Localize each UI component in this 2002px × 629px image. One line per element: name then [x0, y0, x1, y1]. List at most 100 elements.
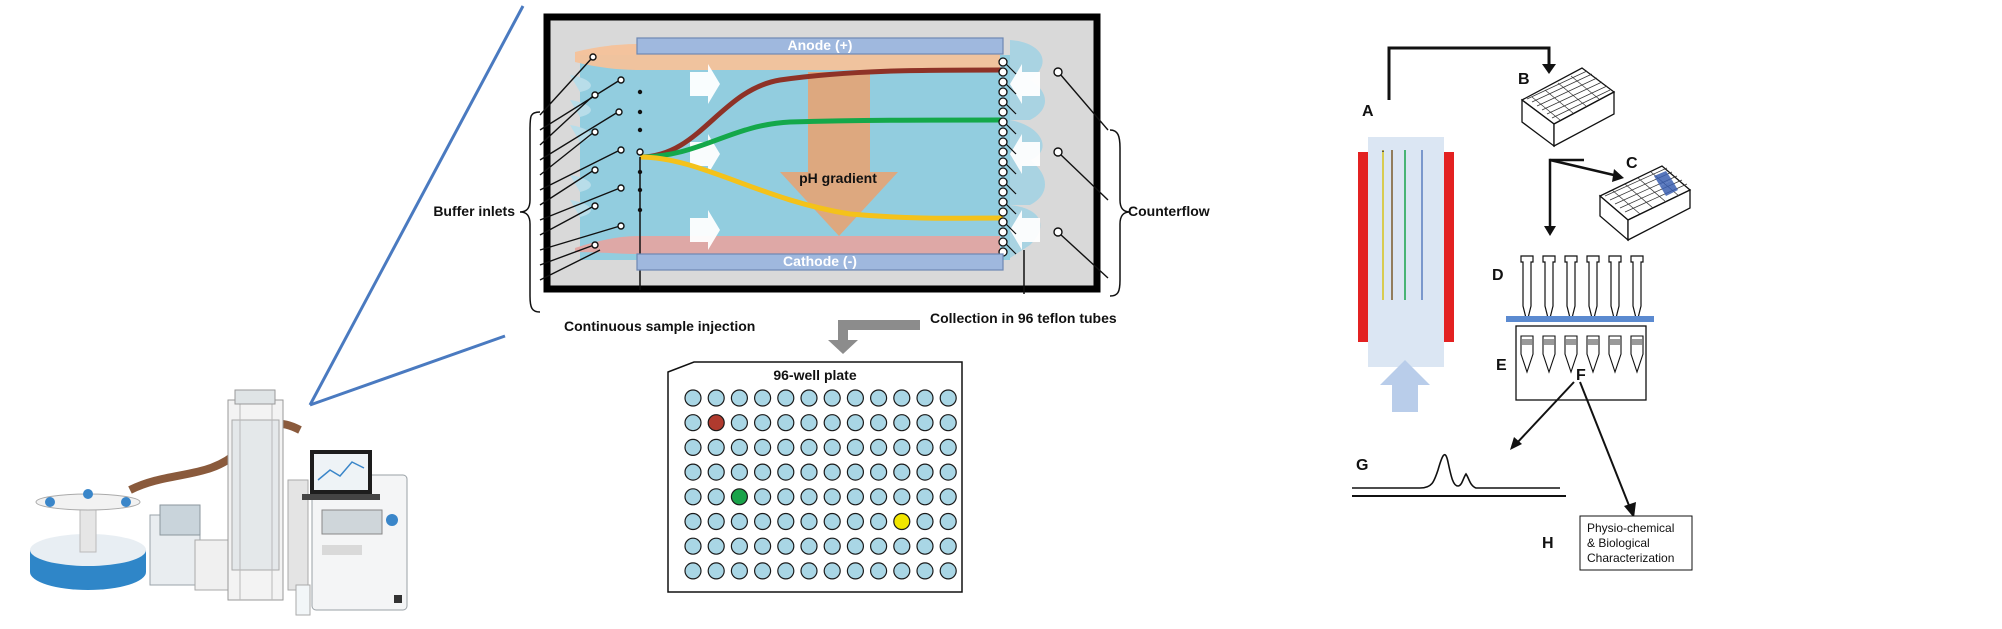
- well: [893, 488, 911, 506]
- well: [939, 512, 957, 531]
- arrow-a-b: [1387, 46, 1551, 100]
- well-highlighted: [730, 488, 749, 506]
- well: [823, 512, 841, 531]
- plate-b: [1520, 67, 1616, 148]
- arrow-f-h-head: [1624, 502, 1636, 518]
- pipette: [1564, 255, 1578, 319]
- well: [869, 488, 888, 506]
- well: [869, 512, 888, 531]
- counterflow-tubes: [1053, 67, 1109, 279]
- well: [730, 512, 749, 531]
- well: [846, 512, 865, 531]
- tube-liquid: [1632, 339, 1642, 345]
- arrow-f-g: [1515, 381, 1575, 445]
- well: [800, 512, 818, 531]
- label-c: C: [1626, 155, 1638, 172]
- well: [869, 537, 888, 555]
- well: [916, 389, 934, 407]
- tube-liquid: [1610, 339, 1620, 345]
- well: [707, 488, 725, 506]
- well: [753, 414, 772, 432]
- well: [684, 389, 702, 407]
- well: [893, 438, 911, 456]
- column-a: [1358, 137, 1454, 412]
- well: [939, 562, 957, 580]
- label-g: G: [1356, 457, 1368, 474]
- arrow-a-b-head: [1542, 64, 1556, 74]
- well: [684, 562, 702, 580]
- well: [869, 463, 888, 481]
- label-f: F: [1576, 367, 1586, 384]
- well: [753, 463, 772, 481]
- arrow-f-h: [1579, 381, 1631, 509]
- well: [916, 414, 934, 432]
- cathode-electrode: [636, 253, 1004, 271]
- anode-label: Anode (+): [788, 37, 853, 53]
- well: [916, 488, 934, 506]
- characterization-box: [1579, 515, 1693, 571]
- pipette: [1586, 255, 1600, 319]
- well: [777, 562, 795, 580]
- well: [777, 488, 795, 506]
- well: [846, 438, 865, 456]
- well-grid: [684, 389, 957, 580]
- well: [753, 537, 772, 555]
- well: [823, 438, 841, 456]
- well: [707, 438, 725, 456]
- well: [893, 562, 911, 580]
- well: [730, 537, 749, 555]
- arrow-b-d: [1548, 158, 1584, 228]
- well: [916, 562, 934, 580]
- well: [730, 438, 749, 456]
- well: [846, 537, 865, 555]
- ph-gradient-label: pH gradient: [799, 170, 877, 186]
- well: [916, 512, 934, 531]
- well: [753, 562, 772, 580]
- well: [916, 463, 934, 481]
- well: [777, 512, 795, 531]
- well: [939, 414, 957, 432]
- buffer-inlets-brace: [519, 111, 541, 313]
- well: [800, 488, 818, 506]
- well: [800, 562, 818, 580]
- tube-liquid: [1566, 339, 1576, 345]
- well: [846, 463, 865, 481]
- well: [707, 463, 725, 481]
- well: [939, 463, 957, 481]
- well: [730, 414, 749, 432]
- well: [800, 463, 818, 481]
- well: [893, 414, 911, 432]
- well: [684, 488, 702, 506]
- well: [730, 562, 749, 580]
- label-b: B: [1518, 71, 1530, 88]
- well-highlighted: [707, 414, 725, 432]
- well: [869, 414, 888, 432]
- well: [823, 389, 841, 407]
- pipette-bar: [1506, 316, 1654, 322]
- cathode-label: Cathode (-): [783, 253, 857, 269]
- well: [916, 537, 934, 555]
- zoom-line-top: [308, 5, 525, 406]
- well: [684, 512, 702, 531]
- well: [823, 414, 841, 432]
- well: [869, 438, 888, 456]
- arrow-b-d-head: [1544, 226, 1556, 236]
- label-a: A: [1362, 103, 1374, 120]
- well: [939, 389, 957, 407]
- label-d: D: [1492, 267, 1504, 284]
- transfer-arrow: [828, 320, 920, 354]
- well: [730, 389, 749, 407]
- well: [869, 389, 888, 407]
- tube-rack: [1515, 325, 1647, 401]
- ffe-chamber: [539, 13, 1101, 294]
- well: [846, 414, 865, 432]
- characterization-line1: Physio-chemical: [1587, 521, 1674, 535]
- pipette: [1520, 255, 1534, 319]
- characterization-line3: Characterization: [1587, 551, 1674, 565]
- well: [800, 389, 818, 407]
- well: [869, 562, 888, 580]
- arrow-to-c: [1549, 158, 1619, 178]
- well: [893, 537, 911, 555]
- well: [777, 414, 795, 432]
- well: [684, 414, 702, 432]
